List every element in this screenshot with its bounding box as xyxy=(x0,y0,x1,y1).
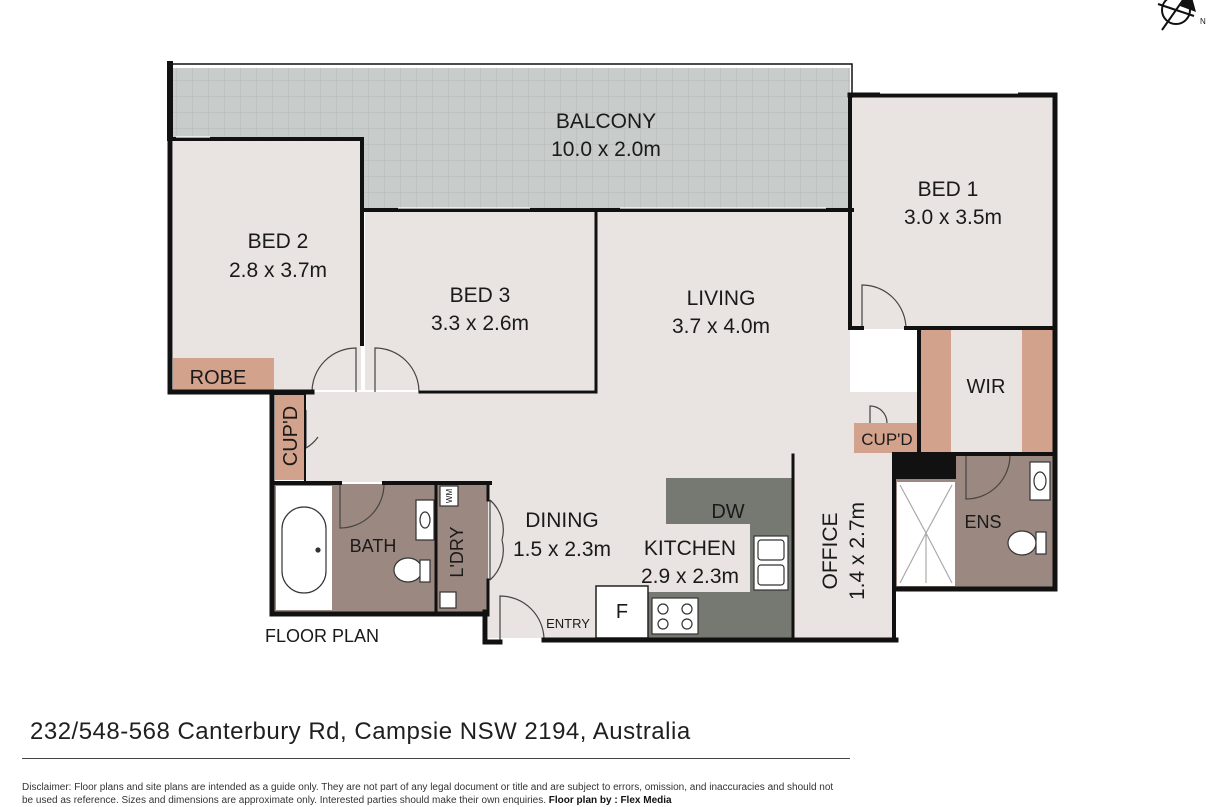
bed3-door xyxy=(374,347,420,393)
robe-floor xyxy=(173,358,274,390)
floor-plan-diagram: BALCONY 10.0 x 2.0m BED 1 3.0 x 3.5m BED… xyxy=(167,0,1206,646)
balcony-name: BALCONY xyxy=(556,110,656,133)
address-divider xyxy=(22,758,850,759)
compass-north-label: N xyxy=(1200,17,1206,26)
ensuite-toilet-bowl xyxy=(1007,530,1037,556)
bed2-top-wall xyxy=(170,137,364,212)
door-swings xyxy=(305,284,1011,641)
bed1-name: BED 1 xyxy=(918,178,979,201)
bath-label: BATH xyxy=(350,536,397,556)
cupd-left-door xyxy=(305,410,319,450)
bed1-outer-wall xyxy=(847,92,1058,592)
burner-3 xyxy=(657,618,669,630)
wir-label: WIR xyxy=(967,376,1006,398)
bathtub-basin xyxy=(281,506,327,594)
cooktop xyxy=(651,597,699,635)
property-address: 232/548-568 Canterbury Rd, Campsie NSW 2… xyxy=(30,718,691,745)
living-size: 3.7 x 4.0m xyxy=(672,315,770,338)
disclaimer: Disclaimer: Floor plans and site plans a… xyxy=(22,781,842,807)
bed3-name: BED 3 xyxy=(450,284,511,307)
shower-lines xyxy=(899,484,953,584)
balcony-size: 10.0 x 2.0m xyxy=(551,138,661,161)
bed2-name: BED 2 xyxy=(248,230,309,253)
ensuite-door xyxy=(965,454,1011,500)
bathtub-drain xyxy=(315,547,321,553)
wir-robe-right xyxy=(1022,329,1053,453)
bed2-door xyxy=(311,347,357,393)
cupd-left-floor xyxy=(275,394,305,480)
entry-label: ENTRY xyxy=(546,616,590,631)
laundry-door xyxy=(489,499,504,581)
ensuite-wall-block xyxy=(896,455,956,479)
floor-plan-title: FLOOR PLAN xyxy=(265,626,379,646)
dining-size: 1.5 x 2.3m xyxy=(513,538,611,561)
bed2-size: 2.8 x 3.7m xyxy=(229,259,327,282)
ens-label: ENS xyxy=(964,512,1001,532)
outer-wall-west xyxy=(167,135,273,395)
compass-north-icon: N xyxy=(1157,0,1206,31)
cupd-right-door xyxy=(869,405,888,424)
bed3-size: 3.3 x 2.6m xyxy=(431,312,529,335)
wm-label: WM xyxy=(445,489,454,504)
dw-label: DW xyxy=(711,501,744,523)
cupd-right-floor xyxy=(854,423,918,453)
cupd-left-wall xyxy=(271,393,306,481)
bath-toilet-cistern xyxy=(419,559,431,583)
bed1-size: 3.0 x 3.5m xyxy=(904,206,1002,229)
floor-plan-credit: Floor plan by : Flex Media xyxy=(548,795,672,806)
kitchen-name: KITCHEN xyxy=(644,537,736,560)
living-name: LIVING xyxy=(687,287,756,310)
robe-label: ROBE xyxy=(190,367,247,389)
office-name: OFFICE xyxy=(819,513,842,590)
bath-door xyxy=(339,483,385,529)
fridge xyxy=(595,585,649,639)
burner-4 xyxy=(681,618,693,630)
ensuite-basin xyxy=(1033,471,1047,491)
bath-toilet-bowl xyxy=(393,557,423,583)
washing-machine xyxy=(439,485,459,507)
burner-1 xyxy=(657,603,669,615)
kitchen-sink-bowl-2 xyxy=(757,564,785,586)
windows xyxy=(176,92,1018,209)
floor-areas xyxy=(173,68,1054,639)
office-floor xyxy=(794,455,894,639)
entry-door xyxy=(499,595,545,641)
ensuite-toilet-cistern xyxy=(1035,531,1047,555)
living-floor xyxy=(597,210,850,396)
room-labels: BALCONY 10.0 x 2.0m BED 1 3.0 x 3.5m BED… xyxy=(190,110,1006,631)
laundry-tub xyxy=(439,591,457,609)
office-size: 1.4 x 2.7m xyxy=(846,502,869,600)
dining-name: DINING xyxy=(525,509,599,532)
bed1-door xyxy=(861,284,907,330)
bed3-floor xyxy=(365,210,595,390)
kitchen-size: 2.9 x 2.3m xyxy=(641,565,739,588)
wir-robe-left xyxy=(920,329,951,453)
kitchen-sink-bowl-1 xyxy=(757,539,785,561)
fixtures xyxy=(281,461,1051,635)
fridge-label: F xyxy=(616,601,628,623)
bath-outer-wall xyxy=(269,389,490,617)
laundry-label: L'DRY xyxy=(447,526,467,577)
cupd-right-label: CUP'D xyxy=(861,430,912,449)
balcony-balustrade xyxy=(167,63,853,98)
cupd-left-label: CUP'D xyxy=(280,406,302,467)
walls xyxy=(167,61,1058,645)
bed2-floor xyxy=(173,140,361,390)
entry-left-wall xyxy=(482,609,503,645)
bath-basin xyxy=(419,511,431,529)
disclaimer-text: Disclaimer: Floor plans and site plans a… xyxy=(22,782,834,806)
burner-2 xyxy=(681,603,693,615)
